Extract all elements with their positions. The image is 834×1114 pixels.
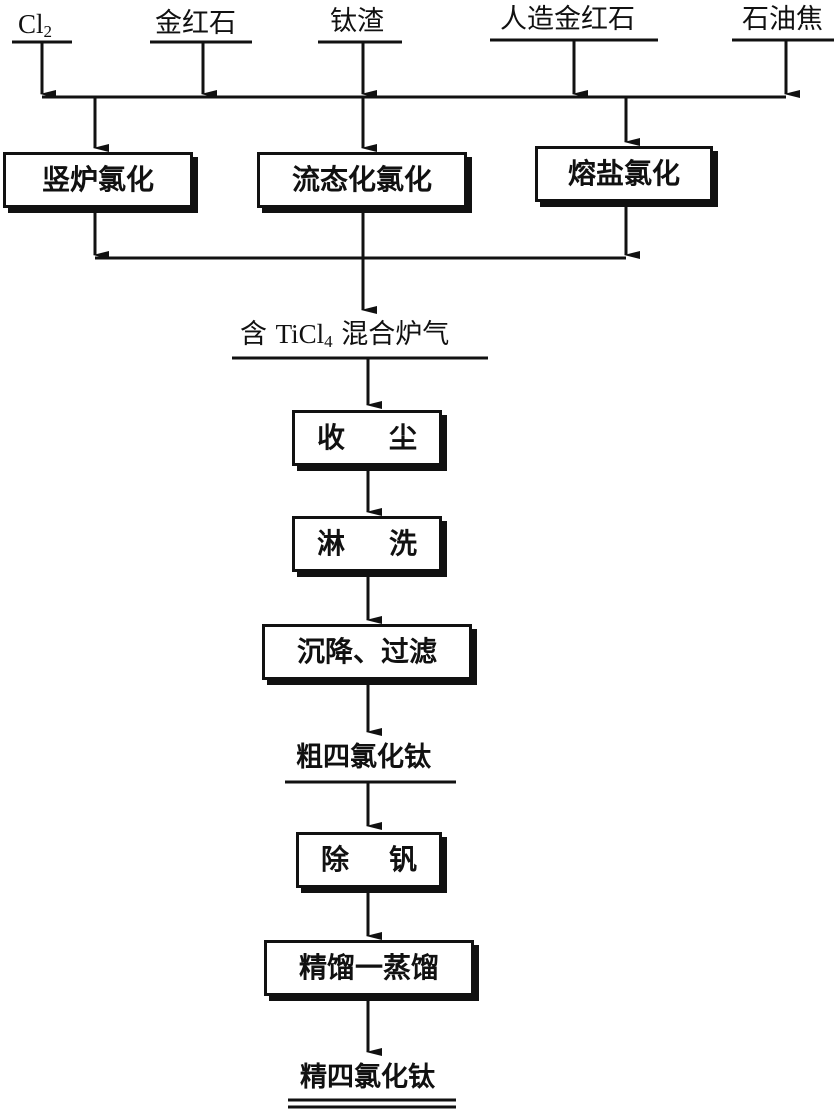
box-molten-salt: 熔盐氯化 [535,146,713,202]
box-settle-filter: 沉降、过滤 [262,624,472,680]
cl2-symbol: Cl [18,9,44,39]
text-scrub-1: 淋 [317,527,346,560]
box-dust-collection: 收 尘 [292,410,442,466]
text-fluidized-bed: 流态化氯化 [291,163,432,196]
label-rutile: 金红石 [155,8,236,39]
box-fluidized-bed: 流态化氯化 [257,152,467,208]
label-petroleum-coke: 石油焦 [742,4,823,35]
text-removev-1: 除 [321,843,350,876]
text-dust-1: 收 [317,421,346,454]
cl2-subscript: 2 [43,22,53,41]
text-shaft-furnace: 竖炉氯化 [41,163,154,196]
gas-formula: TiCl4 [275,319,333,351]
label-titanium-slag: 钛渣 [330,6,384,37]
text-settle-filter: 沉降、过滤 [296,635,437,668]
label-pure-ticl4: 精四氯化钛 [300,1062,435,1093]
gas-formula-sub: 4 [324,332,333,351]
label-mixed-gas: 含 TiCl4 混合炉气 [240,318,449,358]
text-dust-2: 尘 [388,421,417,454]
text-removev-2: 钒 [388,843,417,876]
box-distillation: 精馏一蒸馏 [264,940,474,996]
gas-suffix: 混合炉气 [341,319,450,350]
label-crude-ticl4: 粗四氯化钛 [296,742,431,773]
text-molten-salt: 熔盐氯化 [567,157,680,190]
box-shaft-furnace: 竖炉氯化 [3,152,193,208]
gas-formula-text: TiCl [275,319,325,349]
label-synthetic-rutile: 人造金红石 [500,4,635,35]
text-scrub-2: 洗 [388,527,417,560]
gas-prefix: 含 [240,319,267,350]
text-distillation: 精馏一蒸馏 [298,951,439,984]
box-scrubbing: 淋 洗 [292,516,442,572]
box-remove-vanadium: 除 钒 [296,832,442,888]
label-cl2: Cl2 [18,8,52,48]
